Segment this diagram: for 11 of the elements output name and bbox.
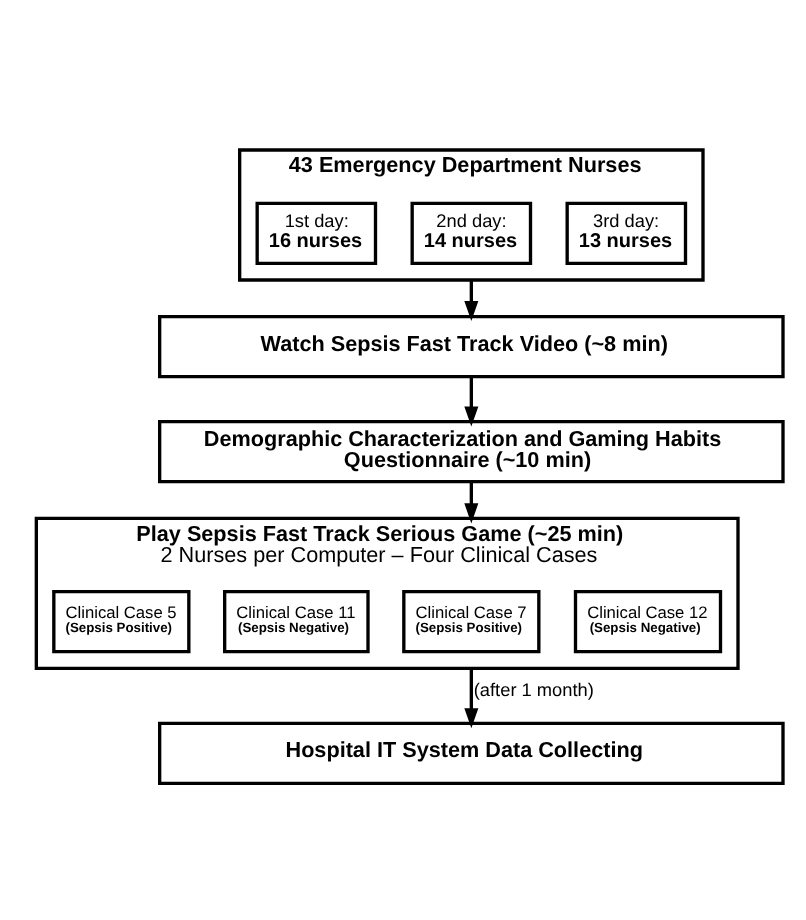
node-box: 1st day: 16 nurses <box>255 201 378 265</box>
arrow <box>464 377 479 427</box>
node-box: Watch Sepsis Fast Track Video (~8 min) <box>158 315 785 379</box>
node-box: 3rd day: 13 nurses <box>565 201 688 265</box>
arrow <box>464 280 479 321</box>
arrow <box>464 482 479 524</box>
edge-label: (after 1 month) <box>473 680 594 701</box>
arrow <box>464 668 479 729</box>
node-box: 2nd day: 14 nurses <box>410 201 533 265</box>
node-box: Hospital IT System Data Collecting <box>158 721 785 785</box>
node-box: Demographic Characterization and Gaming Habits Questionnaire (~10 min) <box>158 420 785 484</box>
